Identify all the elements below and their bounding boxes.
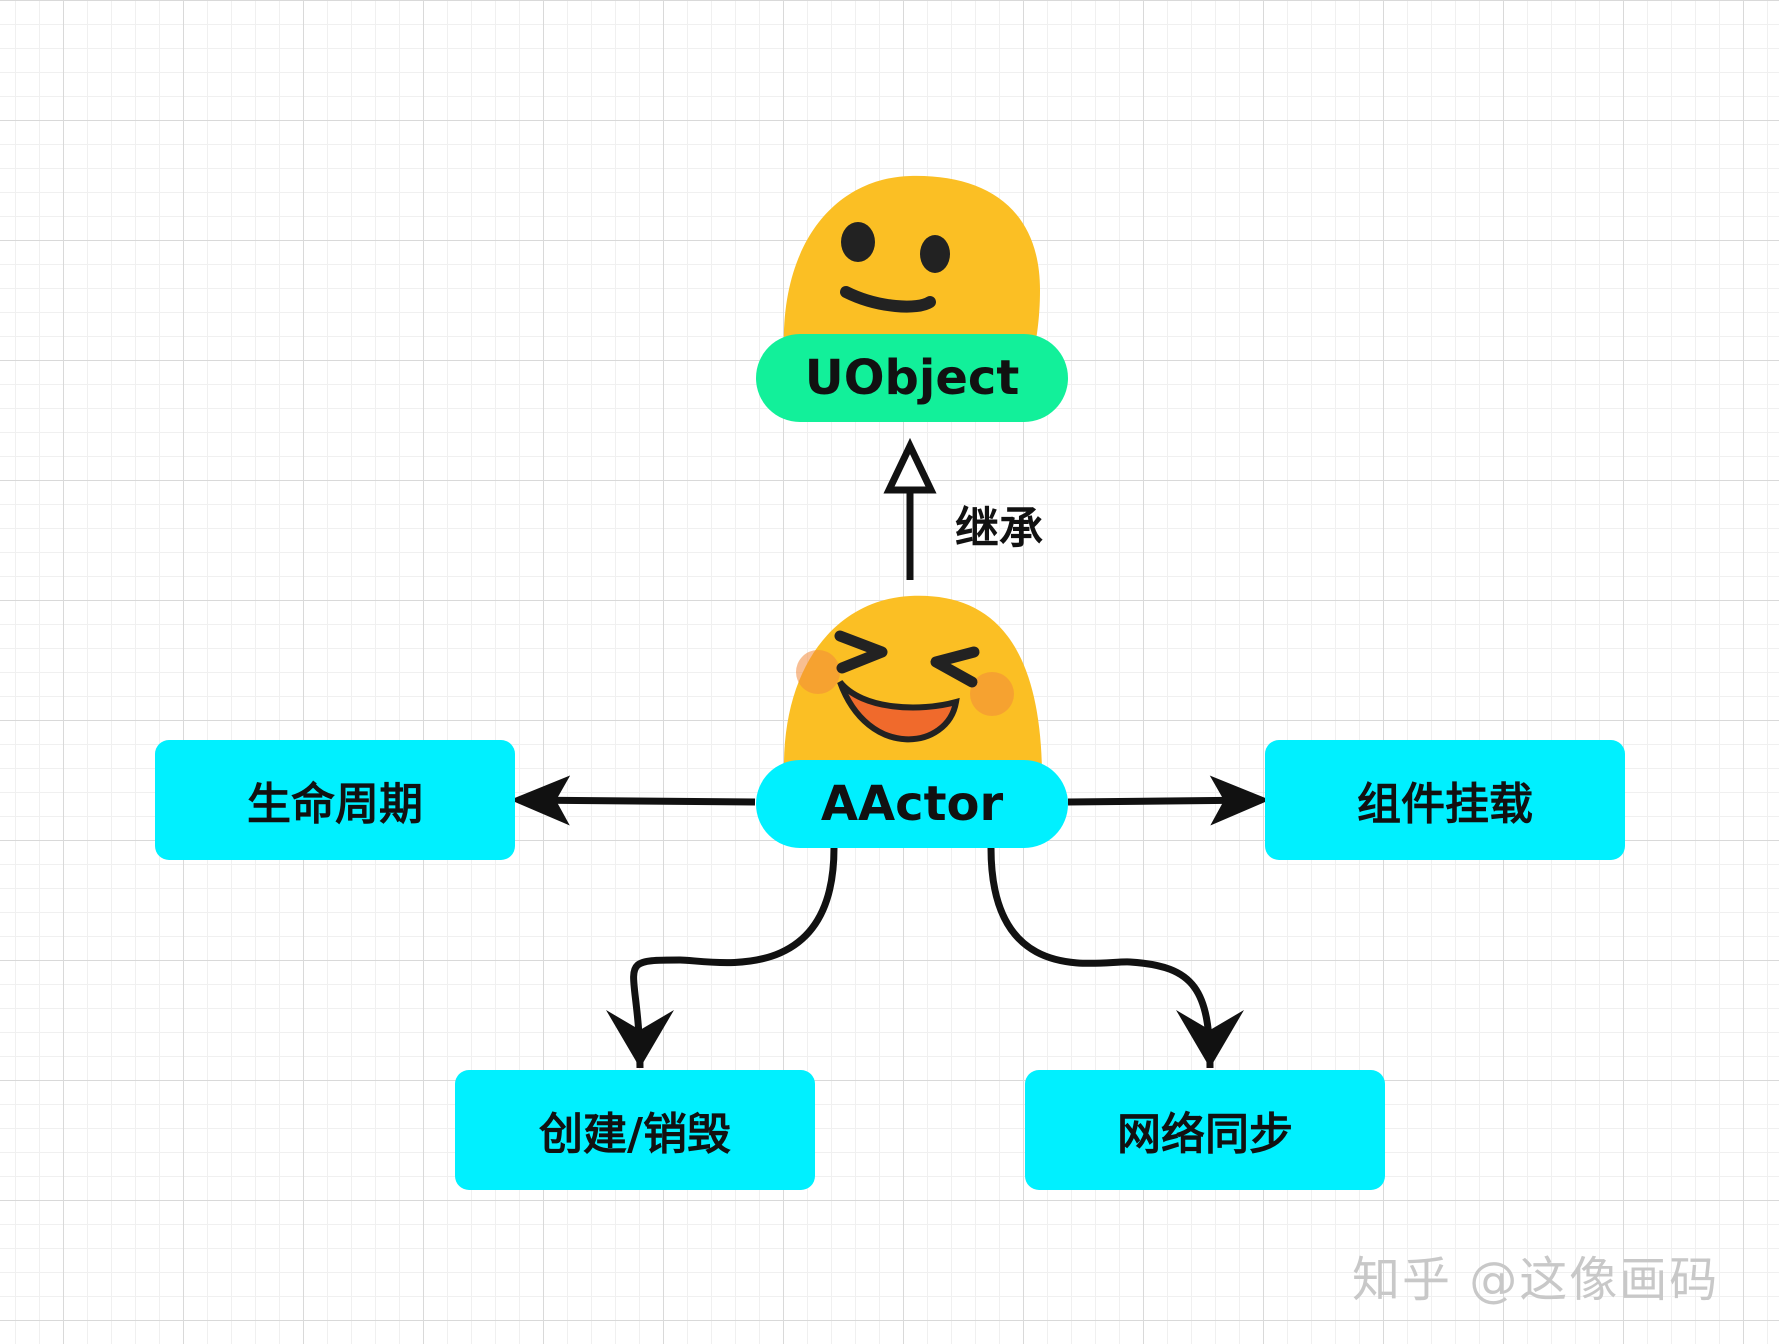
laughing-face-icon <box>783 595 1042 772</box>
create-destroy-node: 创建/销毁 <box>455 1070 815 1190</box>
smiley-face-icon <box>783 175 1040 352</box>
arrow-head-network-sync <box>1176 1010 1244 1068</box>
inherit-arrow-head <box>883 437 937 494</box>
arrow-to-lifecycle <box>510 775 756 826</box>
aactor-node: AActor <box>756 760 1068 848</box>
aactor-label: AActor <box>820 776 1004 832</box>
inherit-label: 继承 <box>955 503 1043 554</box>
uobject-node: UObject <box>756 334 1068 422</box>
network-sync-node: 网络同步 <box>1025 1070 1385 1190</box>
components-label: 组件挂载 <box>1357 779 1533 830</box>
network-sync-label: 网络同步 <box>1117 1109 1293 1160</box>
arrow-head-create-destroy <box>606 1010 674 1068</box>
arrow-to-network-sync <box>987 847 1214 1069</box>
uobject-label: UObject <box>804 350 1020 406</box>
create-destroy-label: 创建/销毁 <box>538 1109 732 1160</box>
lifecycle-label: 生命周期 <box>247 779 423 830</box>
components-node: 组件挂载 <box>1265 740 1625 860</box>
watermark-text: 知乎 @这像画码 <box>1352 1252 1720 1308</box>
arrow-to-create-destroy <box>630 847 838 1069</box>
arrow-to-components <box>1067 775 1270 826</box>
lifecycle-node: 生命周期 <box>155 740 515 860</box>
